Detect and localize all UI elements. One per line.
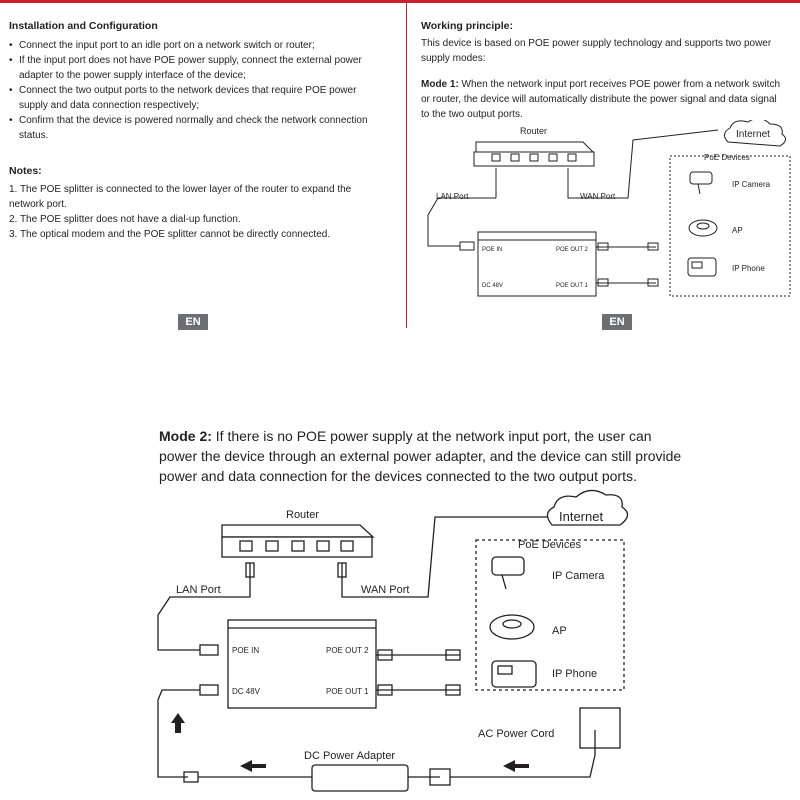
ip-phone-label: IP Phone (552, 668, 597, 680)
poe-in-label: POE IN (482, 247, 502, 253)
router-label: Router (520, 126, 547, 136)
dc-48v-label: DC 48V (482, 283, 503, 289)
top-rule (0, 0, 800, 3)
install-item-cont: supply and data connection respectively; (19, 100, 200, 111)
mode2-text: Mode 2: If there is no POE power supply … (159, 426, 779, 486)
note-line: 3. The optical modem and the POE splitte… (9, 229, 331, 240)
language-badge-left: EN (178, 314, 208, 330)
mode1-label: Mode 1: (421, 79, 459, 90)
install-list: Connect the input port to an idle port o… (9, 38, 399, 143)
mode1-line: to the two output ports. (421, 109, 523, 120)
intro-line: This device is based on POE power supply… (421, 38, 772, 49)
install-item-cont: adapter to the power supply interface of… (19, 70, 246, 81)
note-line: 2. The POE splitter does not have a dial… (9, 214, 241, 225)
ap-label: AP (732, 226, 743, 235)
poe-out-2-label: POE OUT 2 (326, 646, 369, 655)
lan-port-label: LAN Port (436, 192, 469, 201)
install-item-cont: status. (19, 130, 49, 141)
ac-power-cord-label: AC Power Cord (478, 728, 554, 740)
notes-list: 1. The POE splitter is connected to the … (9, 182, 399, 242)
ip-phone-label: IP Phone (732, 264, 765, 273)
intro-text: This device is based on POE power supply… (421, 36, 800, 66)
dc-48v-label: DC 48V (232, 687, 261, 696)
column-divider (406, 3, 407, 328)
router-label: Router (286, 509, 319, 521)
dc-power-adapter-label: DC Power Adapter (304, 750, 395, 762)
install-item: Connect the two output ports to the netw… (9, 83, 399, 98)
mode1-line: When the network input port receives POE… (458, 79, 781, 90)
poe-devices-label: PoE Devices (704, 153, 750, 162)
install-title: Installation and Configuration (9, 20, 158, 32)
wan-port-label: WAN Port (580, 192, 616, 201)
poe-out-2-label: POE OUT 2 (556, 247, 589, 253)
mode1-line: or router, the device will automatically… (421, 94, 777, 105)
mode2-diagram: Router Internet LAN Port WAN Port PoE De… (157, 489, 629, 792)
mode2-line: power the device through an external pow… (159, 448, 682, 464)
note-line: network port. (9, 199, 67, 210)
install-item: If the input port does not have POE powe… (9, 53, 399, 68)
poe-out-1-label: POE OUT 1 (326, 687, 369, 696)
internet-label: Internet (736, 129, 770, 140)
poe-in-label: POE IN (232, 646, 259, 655)
mode1-text: Mode 1: When the network input port rece… (421, 77, 800, 122)
mode1-diagram: Router Internet LAN Port WAN Port PoE De… (427, 120, 791, 297)
mode2-line: If there is no POE power supply at the n… (211, 428, 652, 444)
language-badge-right: EN (602, 314, 632, 330)
note-line: 1. The POE splitter is connected to the … (9, 184, 352, 195)
mode2-line: power and data connection for the device… (159, 468, 637, 484)
ap-label: AP (552, 625, 567, 637)
mode2-label: Mode 2: (159, 428, 212, 444)
lan-port-label: LAN Port (176, 584, 221, 596)
ip-camera-label: IP Camera (732, 180, 771, 189)
poe-out-1-label: POE OUT 1 (556, 283, 589, 289)
notes-title: Notes: (9, 165, 42, 177)
ip-camera-label: IP Camera (552, 570, 605, 582)
poe-devices-label: PoE Devices (518, 539, 581, 551)
install-item: Confirm that the device is powered norma… (9, 113, 399, 128)
working-principle-title: Working principle: (421, 20, 513, 32)
install-item: Connect the input port to an idle port o… (9, 38, 399, 53)
wan-port-label: WAN Port (361, 584, 410, 596)
internet-label: Internet (559, 509, 603, 524)
intro-line: supply modes: (421, 53, 486, 64)
